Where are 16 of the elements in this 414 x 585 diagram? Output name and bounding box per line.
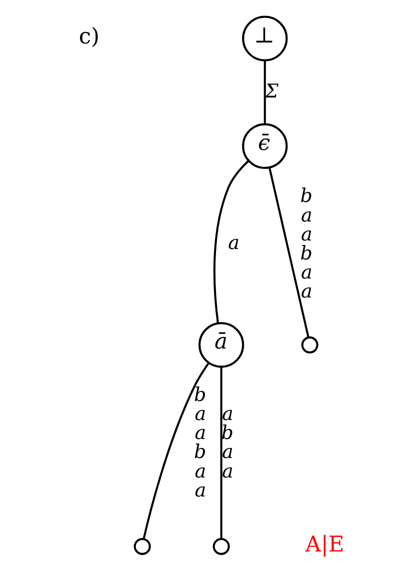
node-circle bbox=[301, 336, 318, 354]
label: c) bbox=[78, 24, 100, 50]
node-circle: ⊥ bbox=[242, 16, 288, 62]
edge-label: b a a b a a bbox=[300, 185, 312, 303]
connector bbox=[220, 366, 222, 539]
node-circle bbox=[212, 538, 230, 555]
node-circle: ā bbox=[198, 322, 244, 368]
connector bbox=[264, 60, 266, 124]
connector bbox=[142, 362, 210, 540]
connector bbox=[213, 160, 250, 324]
node-circle: ϵ̄ bbox=[242, 123, 288, 169]
node-circle bbox=[134, 538, 151, 555]
edge-label: b a a b a a bbox=[194, 384, 206, 502]
label: A|E bbox=[305, 532, 344, 558]
edge-label: a bbox=[228, 232, 240, 254]
connector bbox=[268, 168, 310, 338]
